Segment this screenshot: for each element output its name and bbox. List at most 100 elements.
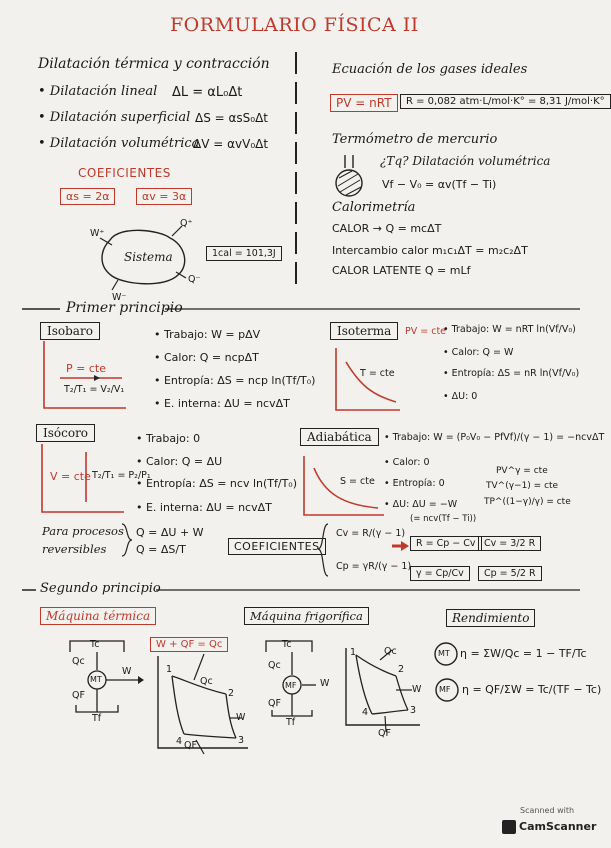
isobaro-tag: Isobaro — [40, 322, 100, 340]
rend-mt-label: MT — [438, 649, 450, 658]
rend-mf-label: MF — [439, 685, 451, 694]
mt-graph-w: W — [236, 712, 246, 723]
mf-graph-w: W — [412, 684, 422, 695]
isocoro-tag: Isócoro — [36, 424, 96, 442]
dil-vol-formula: ΔV = αvV₀Δt — [193, 137, 269, 151]
adiabatica-trabajo: • Trabajo: W = (P₀V₀ − PfVf)/(γ − 1) = −… — [384, 432, 605, 443]
cal-box: 1cal = 101,3J — [206, 246, 282, 261]
coeficientes-label: COEFICIENTES — [78, 166, 171, 180]
segundo-principio-heading: Segundo principio — [40, 581, 161, 596]
r-constant-box: R = 0,082 atm·L/mol·K° = 8,31 J/mol·K° — [400, 94, 611, 109]
rend-mf-formula: η = QF/ΣW = Tc/(TF − Tc) — [462, 683, 602, 696]
adiabatica-tag: Adiabática — [300, 428, 379, 446]
isoterma-tag: Isoterma — [330, 322, 399, 340]
mt-graph-n1: 1 — [166, 664, 173, 675]
mf-qc: Qc — [268, 660, 281, 671]
mf-graph-qc: Qc — [384, 646, 397, 657]
gamma-eq-box: γ = Cp/Cv — [410, 566, 470, 581]
dil-lineal-label: • Dilatación lineal — [38, 84, 158, 99]
reversibles-q2: Q = ΔS/T — [136, 543, 186, 556]
mf-graph-n2: 2 — [398, 664, 405, 675]
mf-tf: Tf — [286, 717, 296, 728]
mt-graph-n2: 2 — [228, 688, 235, 699]
calor-formula: CALOR → Q = mcΔT — [332, 222, 442, 235]
v-cte-label: V = cte — [50, 470, 91, 483]
p-cte-label: P = cte — [66, 362, 106, 375]
page-title: FORMULARIO FÍSICA II — [170, 14, 419, 36]
mf-graph-n1: 1 — [350, 647, 357, 658]
isocoro-calor: • Calor: Q = ΔU — [136, 455, 223, 468]
intercambio-formula: Intercambio calor m₁c₁ΔT = m₂c₂ΔT — [332, 244, 528, 257]
dil-lineal-formula: ΔL = αL₀Δt — [172, 85, 243, 100]
isoterma-trabajo: • Trabajo: W = nRT ln(Vf/V₀) — [443, 324, 576, 335]
w-minus: W⁻ — [112, 292, 127, 303]
isocoro-energia: • E. interna: ΔU = ncvΔT — [136, 501, 272, 514]
mt-equation-box: W + QF = Qc — [150, 637, 229, 652]
isobaro-calor: • Calor: Q = ncpΔT — [154, 351, 259, 364]
q-plus: Q⁺ — [180, 218, 193, 229]
dil-sup-label: • Dilatación superficial — [38, 110, 191, 125]
reversibles-label-1: Para procesos — [42, 524, 124, 538]
maquina-termica-tag: Máquina térmica — [40, 607, 157, 625]
pv-nrt-box: PV = nRT — [330, 94, 398, 112]
adiabatica-energia: • ΔU: ΔU = −W — [384, 499, 458, 510]
mt-graph-qc: Qc — [200, 676, 213, 687]
adiab-rel-2: TV^(γ−1) = cte — [486, 481, 559, 491]
isobaro-ratio: T₂/T₁ = V₂/V₁ — [64, 384, 125, 395]
mt-qf: QF — [72, 690, 85, 701]
latente-formula: CALOR LATENTE Q = mLf — [332, 264, 471, 277]
mt-graph-n4: 4 — [176, 736, 183, 747]
coeficientes-box: COEFICIENTES — [228, 538, 326, 555]
mt-circle-label: MT — [90, 675, 102, 684]
mf-qf: QF — [268, 698, 281, 709]
gases-heading: Ecuación de los gases ideales — [332, 62, 528, 77]
isobaro-trabajo: • Trabajo: W = pΔV — [154, 328, 261, 341]
camscanner-logo-icon — [502, 820, 516, 834]
s-cte-label: S = cte — [340, 476, 375, 487]
isocoro-ratio: T₂/T₁ = P₂/P₁ — [92, 470, 151, 481]
cv-value-box: Cv = 3/2 R — [478, 536, 542, 551]
coef-as-box: αs = 2α — [60, 188, 116, 205]
dil-sup-formula: ΔS = αsS₀Δt — [195, 111, 269, 125]
isoterma-calor: • Calor: Q = W — [443, 347, 514, 358]
t-cte-label: T = cte — [360, 368, 395, 379]
adiabatica-calor: • Calor: 0 — [384, 457, 430, 468]
rendimiento-tag: Rendimiento — [446, 609, 536, 627]
isoterma-energia: • ΔU: 0 — [443, 391, 478, 402]
maquina-frigorifica-tag: Máquina frigorífica — [244, 607, 369, 625]
camscanner-badge: Scanned with CamScanner — [502, 806, 596, 840]
tq-label: ¿Tq? Dilatación volumétrica — [380, 154, 551, 168]
cv-formula: Cv = R/(γ − 1) — [336, 528, 406, 539]
mf-tc: Tc — [282, 639, 292, 650]
mf-circle-label: MF — [285, 681, 297, 690]
w-plus: W⁺ — [90, 228, 105, 239]
mt-tf: Tf — [92, 713, 102, 724]
cp-formula: Cp = γR/(γ − 1) — [336, 561, 412, 572]
vf-formula: Vf − V₀ = αv(Tf − Ti) — [382, 178, 497, 191]
mf-graph-qf: QF — [378, 728, 391, 739]
mf-graph-n3: 3 — [410, 705, 417, 716]
adiab-rel-3: TP^((1−γ)/γ) = cte — [484, 497, 571, 507]
isobaro-entropia: • Entropía: ΔS = ncp ln(Tf/T₀) — [154, 374, 316, 387]
calorimetria-heading: Calorimetría — [332, 200, 416, 215]
adiab-rel-1: PV^γ = cte — [496, 466, 548, 476]
dilatacion-heading: Dilatación térmica y contracción — [38, 56, 270, 72]
mt-graph-qf: QF — [184, 740, 197, 751]
mt-graph-n3: 3 — [238, 735, 245, 746]
reversibles-q1: Q = ΔU + W — [136, 526, 204, 539]
reversibles-label-2: reversibles — [42, 542, 107, 556]
isocoro-trabajo: • Trabajo: 0 — [136, 432, 201, 445]
mt-tc: Tc — [90, 639, 100, 650]
mf-graph-n4: 4 — [362, 707, 369, 718]
r-eq-box: R = Cp − Cv — [410, 536, 482, 551]
termometro-heading: Termómetro de mercurio — [332, 132, 498, 147]
mt-w: W — [122, 666, 132, 677]
q-minus: Q⁻ — [188, 274, 201, 285]
mt-qc: Qc — [72, 656, 85, 667]
adiabatica-entropia: • Entropía: 0 — [384, 478, 445, 489]
dil-vol-label: • Dilatación volumétrica — [38, 136, 200, 151]
sistema-label: Sistema — [124, 250, 173, 264]
cp-value-box: Cp = 5/2 R — [478, 566, 542, 581]
isoterma-entropia: • Entropía: ΔS = nR ln(Vf/V₀) — [443, 368, 580, 379]
